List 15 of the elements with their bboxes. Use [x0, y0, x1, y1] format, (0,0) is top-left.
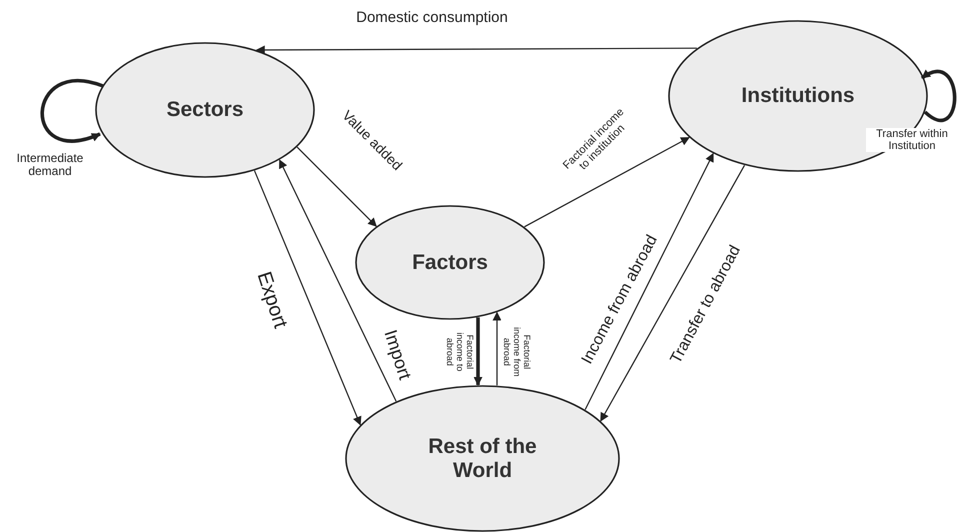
node-label: Institutions — [741, 84, 855, 108]
arrow — [254, 170, 362, 426]
loop-arrow — [921, 70, 956, 122]
node-label: Factors — [412, 250, 488, 274]
arrow — [600, 165, 746, 422]
arrow — [256, 45, 697, 54]
arrow — [279, 159, 397, 402]
arrow — [492, 312, 502, 386]
arrow — [296, 146, 377, 227]
node-label: Sectors — [166, 98, 244, 122]
arrow — [524, 136, 690, 228]
arrow — [584, 152, 714, 410]
node-label: Rest of the World — [427, 434, 538, 482]
loop-arrow — [40, 79, 104, 143]
arrow — [474, 317, 482, 386]
